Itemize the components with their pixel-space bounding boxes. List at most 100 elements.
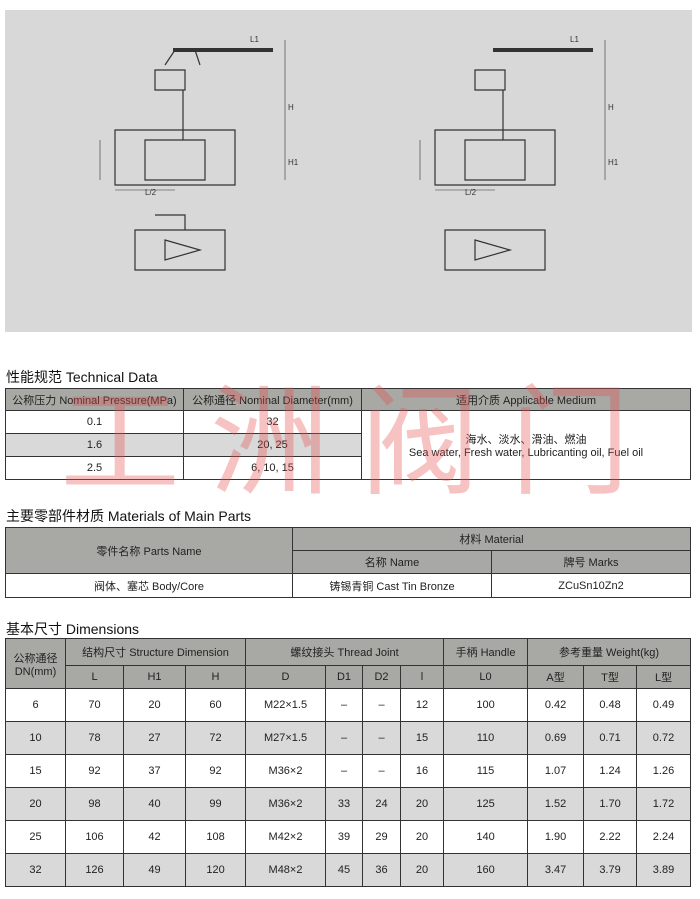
valve-drawing-right: L1 H H1 L/2 [419,35,619,271]
svg-text:L1: L1 [570,35,579,44]
column-header: L0 [443,665,529,689]
svg-text:L1: L1 [250,35,259,44]
svg-text:H: H [288,103,294,112]
table-cell: 1.52 [527,787,585,821]
table-cell: 36 [362,853,402,887]
table-cell: 160 [443,853,529,887]
column-header: L [65,665,124,689]
column-header: L型 [636,665,691,689]
table-cell: 70 [65,688,124,722]
table-cell: 60 [184,688,247,722]
table-cell: 20 [5,787,66,821]
table-cell: 2.22 [583,820,638,854]
header-diameter: 公称通径 Nominal Diameter(mm) [183,388,362,411]
table-cell: 39 [325,820,364,854]
table-cell: 6 [5,688,66,722]
table-cell: 100 [443,688,529,722]
table-cell: – [362,721,402,755]
table-cell: 49 [123,853,186,887]
header-medium: 适用介质 Applicable Medium [361,388,691,411]
table-cell: – [325,721,364,755]
table-cell: 92 [184,754,247,788]
table-cell: 27 [123,721,186,755]
table-cell: 1.70 [583,787,638,821]
table-cell: 0.42 [527,688,585,722]
table-cell: 1.26 [636,754,691,788]
table-cell: 3.47 [527,853,585,887]
svg-text:H: H [608,103,614,112]
table-cell: 33 [325,787,364,821]
table-cell: 92 [65,754,124,788]
valve-drawing-left: L1 H H1 L/2 [99,35,299,271]
table-cell: 3.79 [583,853,638,887]
table-cell: 10 [5,721,66,755]
table-cell: 42 [123,820,186,854]
table-cell: 0.72 [636,721,691,755]
table-cell: 20 [400,820,445,854]
column-header: l [400,665,445,689]
table-cell: 37 [123,754,186,788]
table-cell: 125 [443,787,529,821]
dimensions-title: 基本尺寸 Dimensions [6,621,140,637]
technical-data-title: 性能规范 Technical Data [6,369,158,385]
table-cell: 108 [184,820,247,854]
table-cell: 20 [400,787,445,821]
table-cell: 45 [325,853,364,887]
table-cell: M42×2 [245,820,327,854]
column-header: T型 [583,665,638,689]
table-cell: – [325,754,364,788]
table-cell: 1.07 [527,754,585,788]
table-cell: 99 [184,787,247,821]
table-cell: 3.89 [636,853,691,887]
table-cell: 40 [123,787,186,821]
table-cell: 0.71 [583,721,638,755]
table-cell: – [325,688,364,722]
table-cell: 106 [65,820,124,854]
table-cell: 115 [443,754,529,788]
table-cell: 32 [5,853,66,887]
table-cell: M36×2 [245,754,327,788]
table-cell: M27×1.5 [245,721,327,755]
table-cell: 16 [400,754,445,788]
header-pressure: 公称压力 Nominal Pressure(MPa) [5,388,184,411]
column-header: D [245,665,327,689]
table-cell: M48×2 [245,853,327,887]
column-header: H1 [123,665,186,689]
table-cell: 15 [5,754,66,788]
table-cell: 1.90 [527,820,585,854]
table-cell: 1.24 [583,754,638,788]
table-cell: 140 [443,820,529,854]
table-cell: – [362,754,402,788]
table-cell: 20 [123,688,186,722]
svg-text:H1: H1 [608,158,619,167]
table-cell: M22×1.5 [245,688,327,722]
materials-title: 主要零部件材质 Materials of Main Parts [6,508,252,524]
column-header: A型 [527,665,585,689]
table-cell: – [362,688,402,722]
table-cell: 2.24 [636,820,691,854]
table-cell: 15 [400,721,445,755]
svg-text:L/2: L/2 [145,188,157,197]
svg-text:L/2: L/2 [465,188,477,197]
table-cell: 1.72 [636,787,691,821]
column-header: D1 [325,665,364,689]
table-cell: 110 [443,721,529,755]
table-cell: 98 [65,787,124,821]
table-cell: 29 [362,820,402,854]
table-cell: 25 [5,820,66,854]
table-cell: 0.48 [583,688,638,722]
table-cell: 72 [184,721,247,755]
